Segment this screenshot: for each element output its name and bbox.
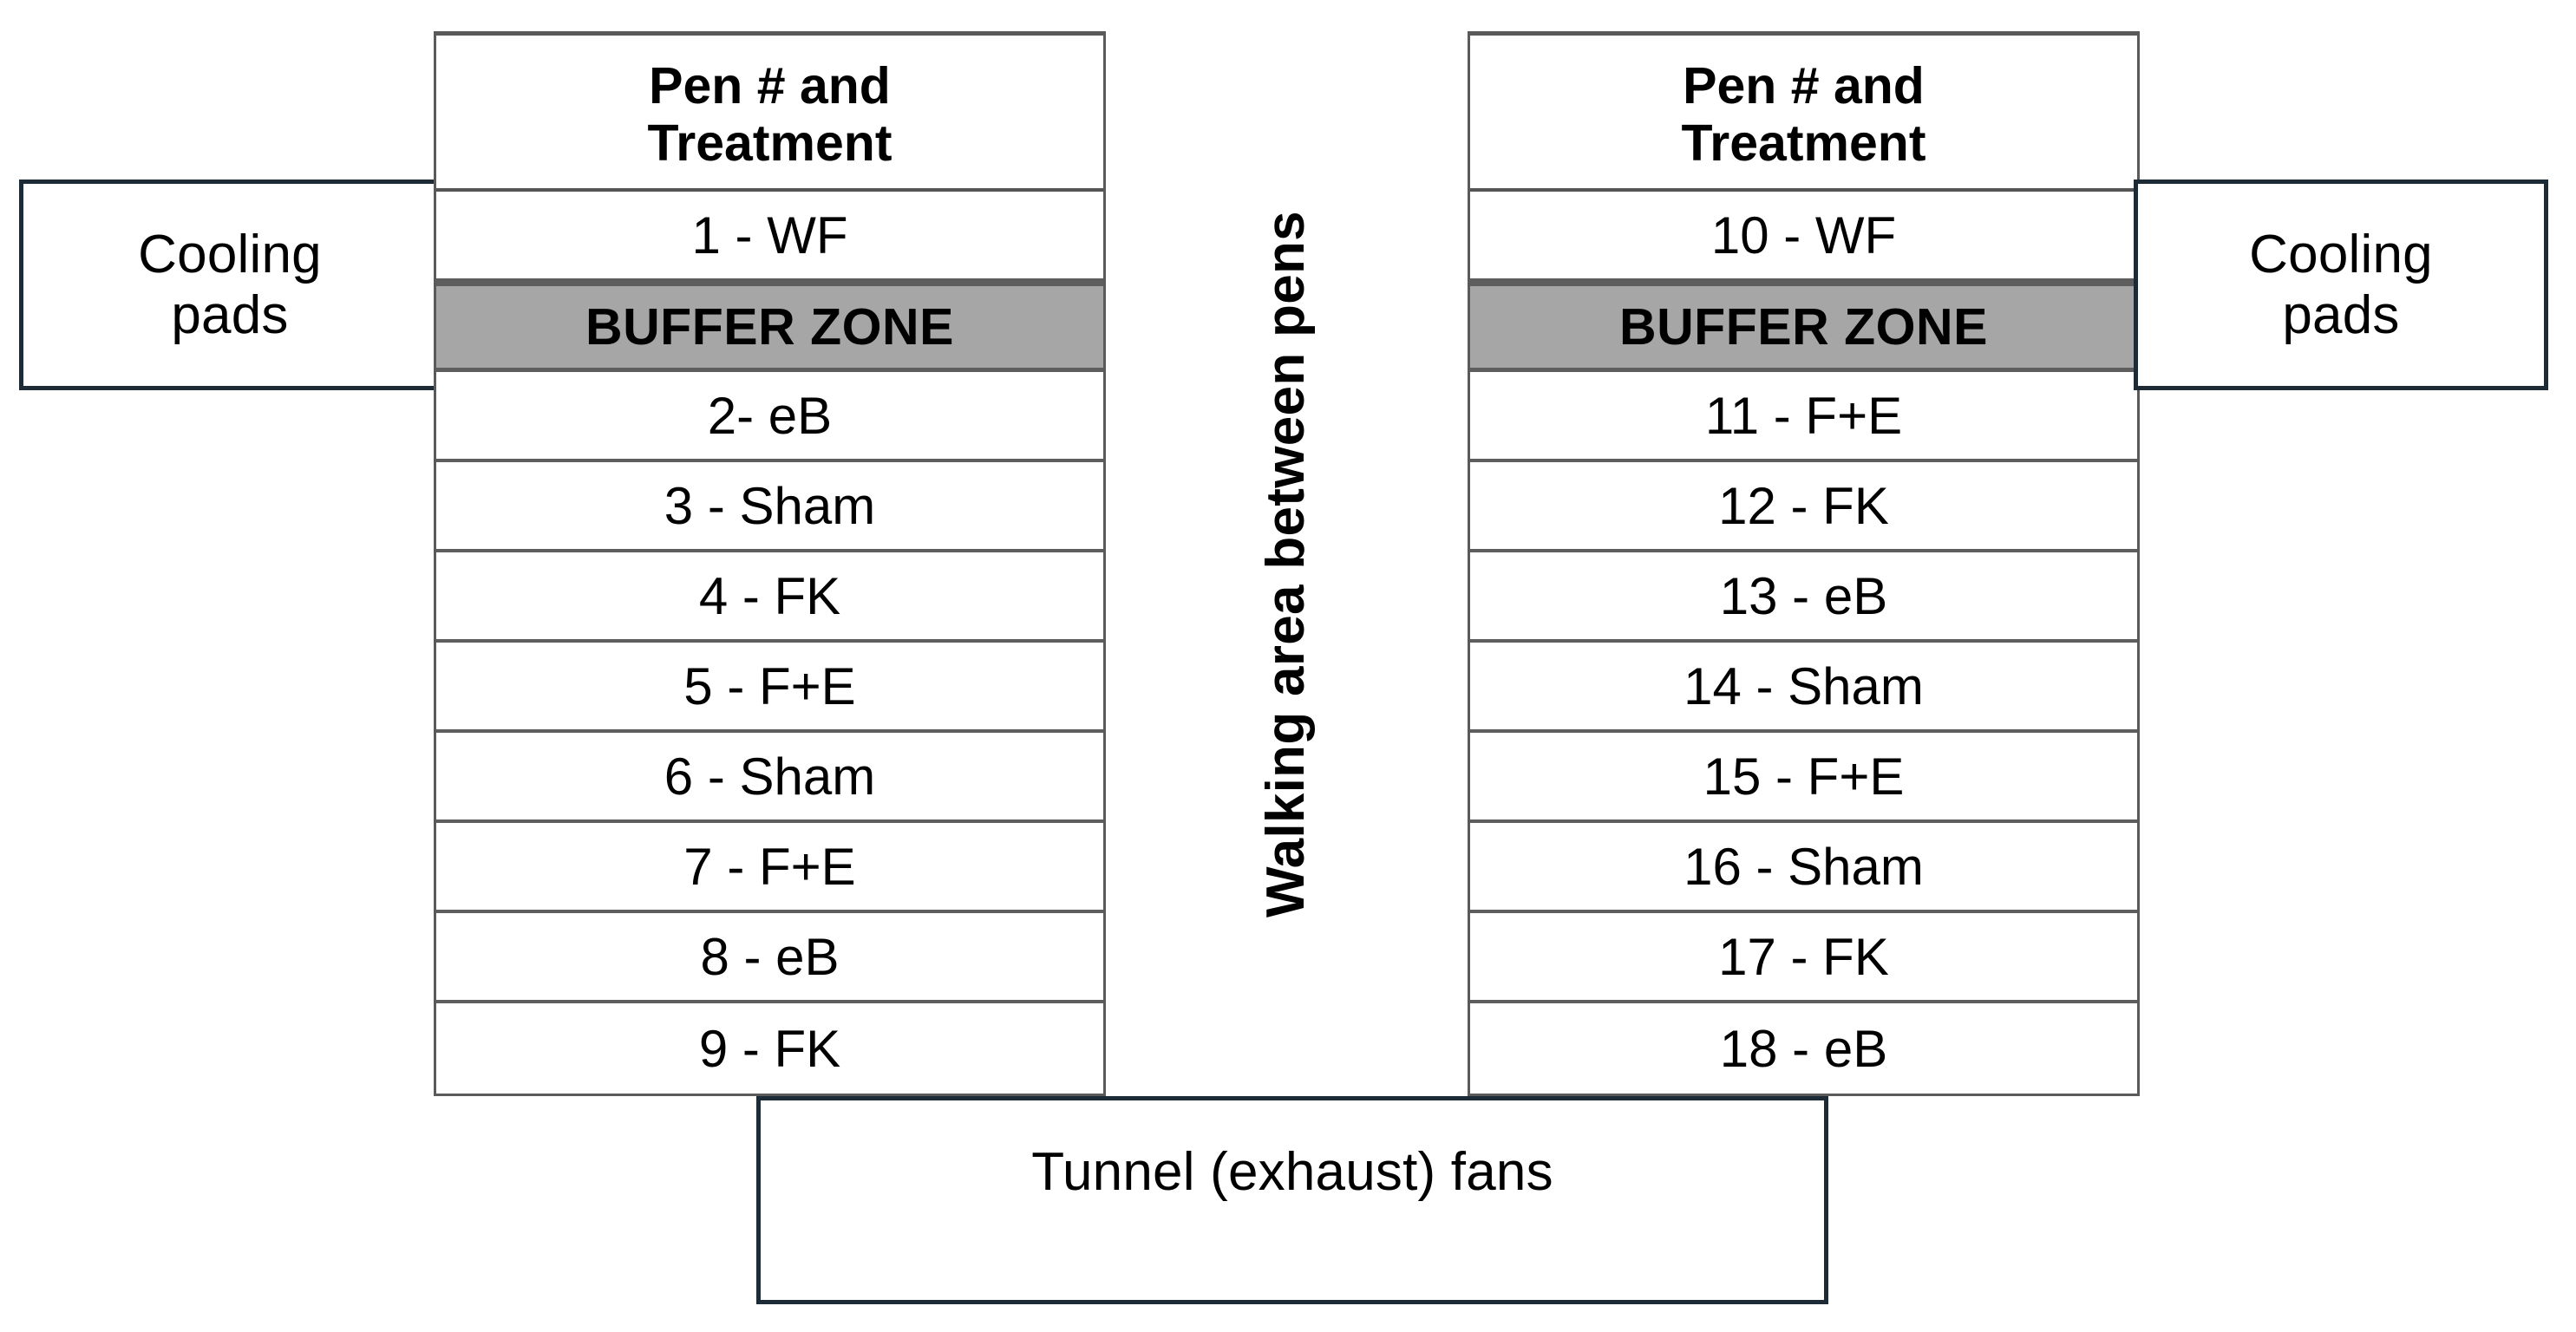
cooling-pads-right-box: Cooling pads (2134, 180, 2548, 390)
walking-area-label: Walking area between pens (1255, 210, 1316, 917)
buffer-zone-row-left: BUFFER ZONE (436, 282, 1103, 372)
pen-row: 11 - F+E (1470, 372, 2137, 462)
cooling-pads-right-line2: pads (2282, 284, 2400, 345)
pen-row: 6 - Sham (436, 733, 1103, 823)
pen-table-left-header-line2: Treatment (647, 114, 892, 172)
pen-table-right-header: Pen # and Treatment (1470, 36, 2137, 192)
pen-table-left-header: Pen # and Treatment (436, 36, 1103, 192)
pen-row: 7 - F+E (436, 823, 1103, 913)
pen-row: 14 - Sham (1470, 643, 2137, 733)
pen-table-left: Pen # and Treatment 1 - WF BUFFER ZONE 2… (434, 31, 1106, 1096)
pen-row: 3 - Sham (436, 462, 1103, 552)
cooling-pads-left-box: Cooling pads (19, 180, 441, 390)
cooling-pads-left-label: Cooling pads (138, 225, 322, 345)
pen-table-right: Pen # and Treatment 10 - WF BUFFER ZONE … (1468, 31, 2140, 1096)
pen-row: 10 - WF (1470, 192, 2137, 282)
pen-row: 8 - eB (436, 913, 1103, 1003)
tunnel-exhaust-fans-label: Tunnel (exhaust) fans (1031, 1142, 1553, 1202)
tunnel-exhaust-fans-box: Tunnel (exhaust) fans (756, 1096, 1828, 1304)
pen-row: 9 - FK (436, 1003, 1103, 1094)
pen-row: 12 - FK (1470, 462, 2137, 552)
pen-row: 2- eB (436, 372, 1103, 462)
pen-row: 1 - WF (436, 192, 1103, 282)
pen-row: 18 - eB (1470, 1003, 2137, 1094)
pen-table-left-header-line1: Pen # and (649, 56, 891, 114)
cooling-pads-left-line2: pads (171, 284, 289, 345)
pen-row: 13 - eB (1470, 552, 2137, 643)
pen-row: 15 - F+E (1470, 733, 2137, 823)
cooling-pads-right-line1: Cooling (2249, 225, 2433, 285)
pen-table-right-header-line1: Pen # and (1683, 56, 1925, 114)
walking-area-between-pens: Walking area between pens (1164, 31, 1407, 1096)
pen-row: 5 - F+E (436, 643, 1103, 733)
pen-row: 4 - FK (436, 552, 1103, 643)
pen-table-right-header-line2: Treatment (1681, 114, 1926, 172)
cooling-pads-right-label: Cooling pads (2249, 225, 2433, 345)
cooling-pads-left-line1: Cooling (138, 225, 322, 285)
pen-row: 16 - Sham (1470, 823, 2137, 913)
pen-row: 17 - FK (1470, 913, 2137, 1003)
buffer-zone-row-right: BUFFER ZONE (1470, 282, 2137, 372)
